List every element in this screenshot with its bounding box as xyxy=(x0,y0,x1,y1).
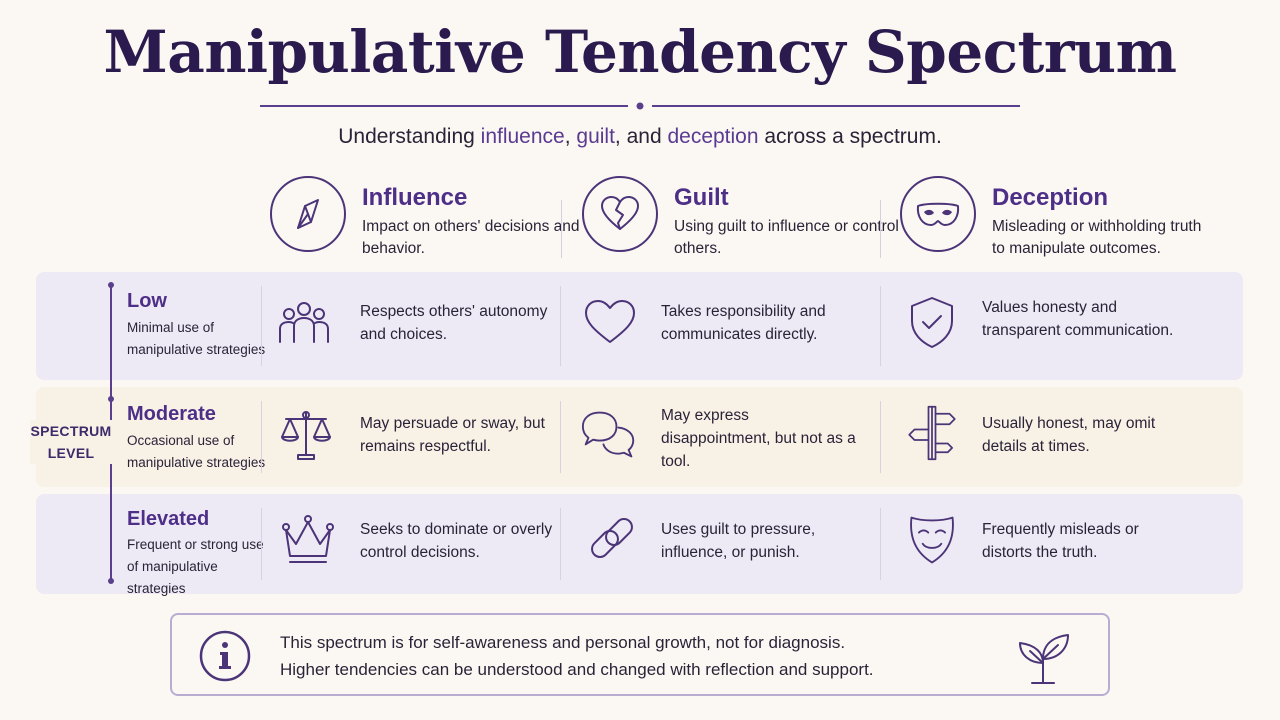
column-header-influence: Influence Impact on others' decisions an… xyxy=(270,176,580,258)
subtitle-deception: deception xyxy=(667,125,759,148)
column-desc: Misleading or withholding truth to manip… xyxy=(992,218,1202,257)
cell-text: Frequently misleads or distorts the trut… xyxy=(982,521,1139,561)
cell-text: Usually honest, may omit details at time… xyxy=(982,415,1156,455)
speech-bubbles-icon xyxy=(581,411,635,458)
row-separator xyxy=(560,286,561,366)
compass-icon xyxy=(297,199,319,229)
level-desc: Frequent or strong use of manipulative s… xyxy=(127,537,264,596)
level-desc: Occasional use of manipulative strategie… xyxy=(127,433,266,470)
column-title: Deception xyxy=(992,184,1109,211)
spectrum-level-label: SPECTRUM LEVEL xyxy=(30,420,112,464)
level-title: Elevated xyxy=(127,508,210,530)
broken-heart-icon xyxy=(601,196,639,230)
row-separator xyxy=(560,508,561,580)
header-separator xyxy=(880,200,881,258)
row-separator xyxy=(261,286,262,366)
spectrum-dot xyxy=(108,396,114,402)
cell-text: May express disappointment, but not as a… xyxy=(661,407,856,470)
theater-mask-icon xyxy=(910,516,954,564)
level-row-low: Low Minimal use of manipulative strategi… xyxy=(36,272,1243,380)
title-divider xyxy=(260,102,1020,110)
row-separator xyxy=(880,401,881,473)
column-header-guilt: Guilt Using guilt to influence or contro… xyxy=(582,176,899,258)
header-separator xyxy=(561,200,562,258)
shield-check-icon xyxy=(911,297,953,348)
signpost-icon xyxy=(908,405,956,461)
column-header-deception: Deception Misleading or withholding trut… xyxy=(900,176,1220,258)
cell-text: May persuade or sway, but remains respec… xyxy=(360,415,545,455)
cell-text: Uses guilt to pressure, influence, or pu… xyxy=(661,521,816,561)
cell-text: Values honesty and transparent communica… xyxy=(982,299,1174,339)
info-icon xyxy=(199,630,251,682)
column-desc: Impact on others' decisions and behavior… xyxy=(362,218,580,257)
mask-icon xyxy=(916,202,960,226)
level-row-elevated: Elevated Frequent or strong use of manip… xyxy=(36,494,1243,596)
cell-text: Seeks to dominate or overly control deci… xyxy=(360,521,553,561)
note-text: This spectrum is for self-awareness and … xyxy=(280,633,874,679)
spectrum-dot xyxy=(108,578,114,584)
row-separator xyxy=(880,508,881,580)
subtitle-influence: influence xyxy=(480,125,565,148)
column-desc: Using guilt to influence or control othe… xyxy=(674,218,899,257)
disclaimer-note: This spectrum is for self-awareness and … xyxy=(170,613,1110,696)
level-title: Low xyxy=(127,290,167,312)
page-title: Manipulative Tendency Spectrum xyxy=(103,18,1177,86)
crown-icon xyxy=(282,515,334,563)
spectrum-dot xyxy=(108,282,114,288)
people-icon xyxy=(279,302,329,343)
sprout-icon xyxy=(1019,634,1069,684)
scales-icon xyxy=(281,411,331,460)
row-separator xyxy=(261,401,262,473)
chain-link-icon xyxy=(591,518,633,558)
column-title: Guilt xyxy=(674,184,729,211)
row-separator xyxy=(880,286,881,366)
row-separator xyxy=(560,401,561,473)
row-separator xyxy=(261,508,262,580)
level-row-moderate: Moderate Occasional use of manipulative … xyxy=(36,387,1243,487)
subtitle-guilt: guilt xyxy=(576,125,615,148)
column-title: Influence xyxy=(362,184,468,211)
level-title: Moderate xyxy=(127,403,216,425)
subtitle: Understanding influence, guilt, and dece… xyxy=(338,125,942,148)
cell-text: Respects others' autonomy and choices. xyxy=(360,303,548,343)
heart-icon xyxy=(585,300,635,343)
level-desc: Minimal use of manipulative strategies xyxy=(127,320,266,357)
cell-text: Takes responsibility and communicates di… xyxy=(661,303,826,343)
